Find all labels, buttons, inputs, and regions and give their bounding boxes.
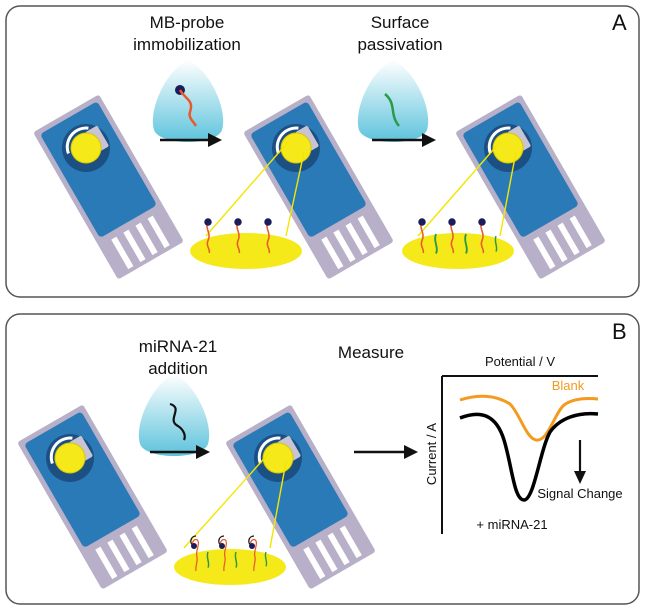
sample-label: + miRNA-21 — [476, 517, 547, 532]
arrow-b2 — [354, 445, 418, 459]
surface-passivated — [402, 217, 514, 269]
sample-curve — [459, 411, 599, 502]
step-mb-probe-label-line2: immobilization — [133, 35, 241, 54]
panel-b-letter: B — [612, 319, 627, 344]
surface-probes — [190, 217, 302, 269]
step-passivation-label-line1: Surface — [371, 13, 430, 32]
zoom-lines-b — [183, 451, 287, 549]
arrow-a2 — [372, 133, 436, 147]
zoom-lines-a2 — [417, 141, 517, 237]
signal-change-label: Signal Change — [537, 486, 622, 501]
surface-hybridized — [174, 535, 286, 585]
step-mb-probe-label-line1: MB-probe — [150, 13, 225, 32]
arrow-b1 — [150, 445, 210, 459]
zoom-lines-a1 — [205, 141, 305, 237]
step-measure-label: Measure — [338, 343, 404, 362]
step-mirna-label-line2: addition — [148, 359, 208, 378]
signal-change-arrow — [574, 440, 586, 484]
blank-curve — [459, 394, 599, 442]
panel-b-frame — [5, 313, 640, 605]
droplet-passivator — [357, 60, 429, 142]
x-axis-label: Potential / V — [485, 354, 555, 369]
arrow-a1 — [160, 133, 222, 147]
panel-a-letter: A — [612, 10, 627, 35]
y-axis-label: Current / A — [424, 423, 439, 485]
voltammogram: Potential / V Current / A Blank + miRNA-… — [424, 354, 623, 534]
droplet-mb-probe — [152, 60, 224, 142]
step-mirna-label-line1: miRNA-21 — [139, 337, 217, 356]
step-passivation-label-line2: passivation — [357, 35, 442, 54]
blank-label: Blank — [552, 378, 585, 393]
droplet-mirna — [138, 374, 210, 456]
panel-a-frame — [5, 5, 640, 298]
